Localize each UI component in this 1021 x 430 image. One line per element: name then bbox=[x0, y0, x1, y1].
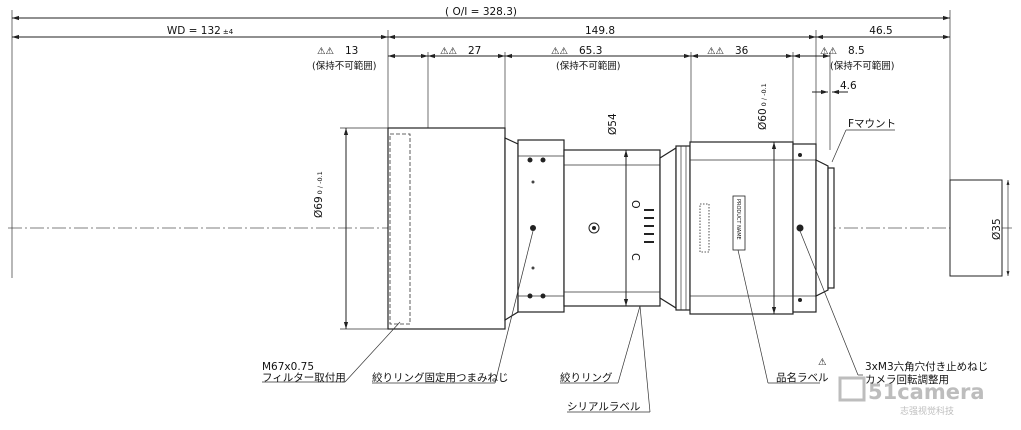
svg-text:(保持不可範囲): (保持不可範囲) bbox=[312, 60, 376, 72]
body-length-dim: 149.8 bbox=[585, 25, 615, 37]
seg5-dim: ⚠⚠ 8.5 (保持不可範囲) bbox=[820, 45, 894, 72]
seg2-dim: ⚠⚠ 27 bbox=[440, 45, 481, 57]
iris-ring-label: 絞りリング bbox=[560, 371, 613, 384]
flange-dim: 4.6 bbox=[840, 80, 857, 92]
svg-text:⚠⚠: ⚠⚠ bbox=[317, 46, 335, 57]
front-dia: Ø690 / -0.1 bbox=[313, 171, 325, 218]
f-mount-label: Fマウント bbox=[848, 118, 896, 130]
svg-text:36: 36 bbox=[735, 45, 749, 57]
serial-label: シリアルラベル bbox=[567, 401, 640, 413]
svg-text:65.3: 65.3 bbox=[579, 45, 602, 57]
iris-lock-label: 絞りリング固定用つまみねじ bbox=[372, 371, 509, 384]
overall-dim: ( O/I = 328.3) bbox=[445, 6, 517, 18]
mount-length-dim: 46.5 bbox=[869, 25, 892, 37]
extension-lines bbox=[11, 10, 951, 278]
lens-body: O C PRODUCT NAME bbox=[387, 127, 835, 330]
product-label: 品名ラベル bbox=[776, 371, 829, 384]
svg-text:(保持不可範囲): (保持不可範囲) bbox=[556, 60, 620, 72]
seg1-dim: ⚠⚠ 13 (保持不可範囲) bbox=[312, 45, 376, 72]
svg-text:(保持不可範囲): (保持不可範囲) bbox=[830, 60, 894, 72]
leader-lines bbox=[262, 230, 863, 413]
svg-text:⚠⚠: ⚠⚠ bbox=[820, 46, 838, 57]
ring-close-mark: C bbox=[629, 253, 642, 261]
rear-dia: Ø600 / -0.1 bbox=[757, 83, 769, 130]
svg-text:志强视觉科技: 志强视觉科技 bbox=[900, 405, 954, 417]
screw-label: 3xM3六角穴付き止めねじ bbox=[865, 360, 988, 373]
filter-use-label: フィルター取付用 bbox=[262, 371, 346, 384]
svg-text:⚠⚠: ⚠⚠ bbox=[440, 46, 458, 57]
filter-thread-label: M67x0.75 bbox=[262, 361, 314, 373]
object-field bbox=[949, 179, 1003, 277]
wd-dim: WD = 132±4 bbox=[167, 25, 234, 37]
watermark-logo: 51camera 志强视觉科技 bbox=[838, 376, 985, 417]
svg-text:13: 13 bbox=[345, 45, 358, 57]
svg-text:51camera: 51camera bbox=[868, 380, 985, 404]
svg-text:8.5: 8.5 bbox=[848, 45, 865, 57]
svg-text:27: 27 bbox=[468, 45, 481, 57]
ring-open-mark: O bbox=[629, 200, 642, 209]
warn-product-label: ⚠ bbox=[818, 357, 827, 368]
svg-text:⚠⚠: ⚠⚠ bbox=[551, 46, 569, 57]
ring-dia: Ø54 bbox=[607, 113, 619, 135]
product-sticker-text: PRODUCT NAME bbox=[735, 199, 741, 240]
object-dia: Ø35 bbox=[991, 218, 1003, 240]
seg3-dim: ⚠⚠ 65.3 (保持不可範囲) bbox=[551, 45, 620, 72]
screw-purpose-label: カメラ回転調整用 bbox=[865, 373, 949, 386]
svg-text:⚠⚠: ⚠⚠ bbox=[707, 46, 725, 57]
seg4-dim: ⚠⚠ 36 bbox=[707, 45, 749, 57]
